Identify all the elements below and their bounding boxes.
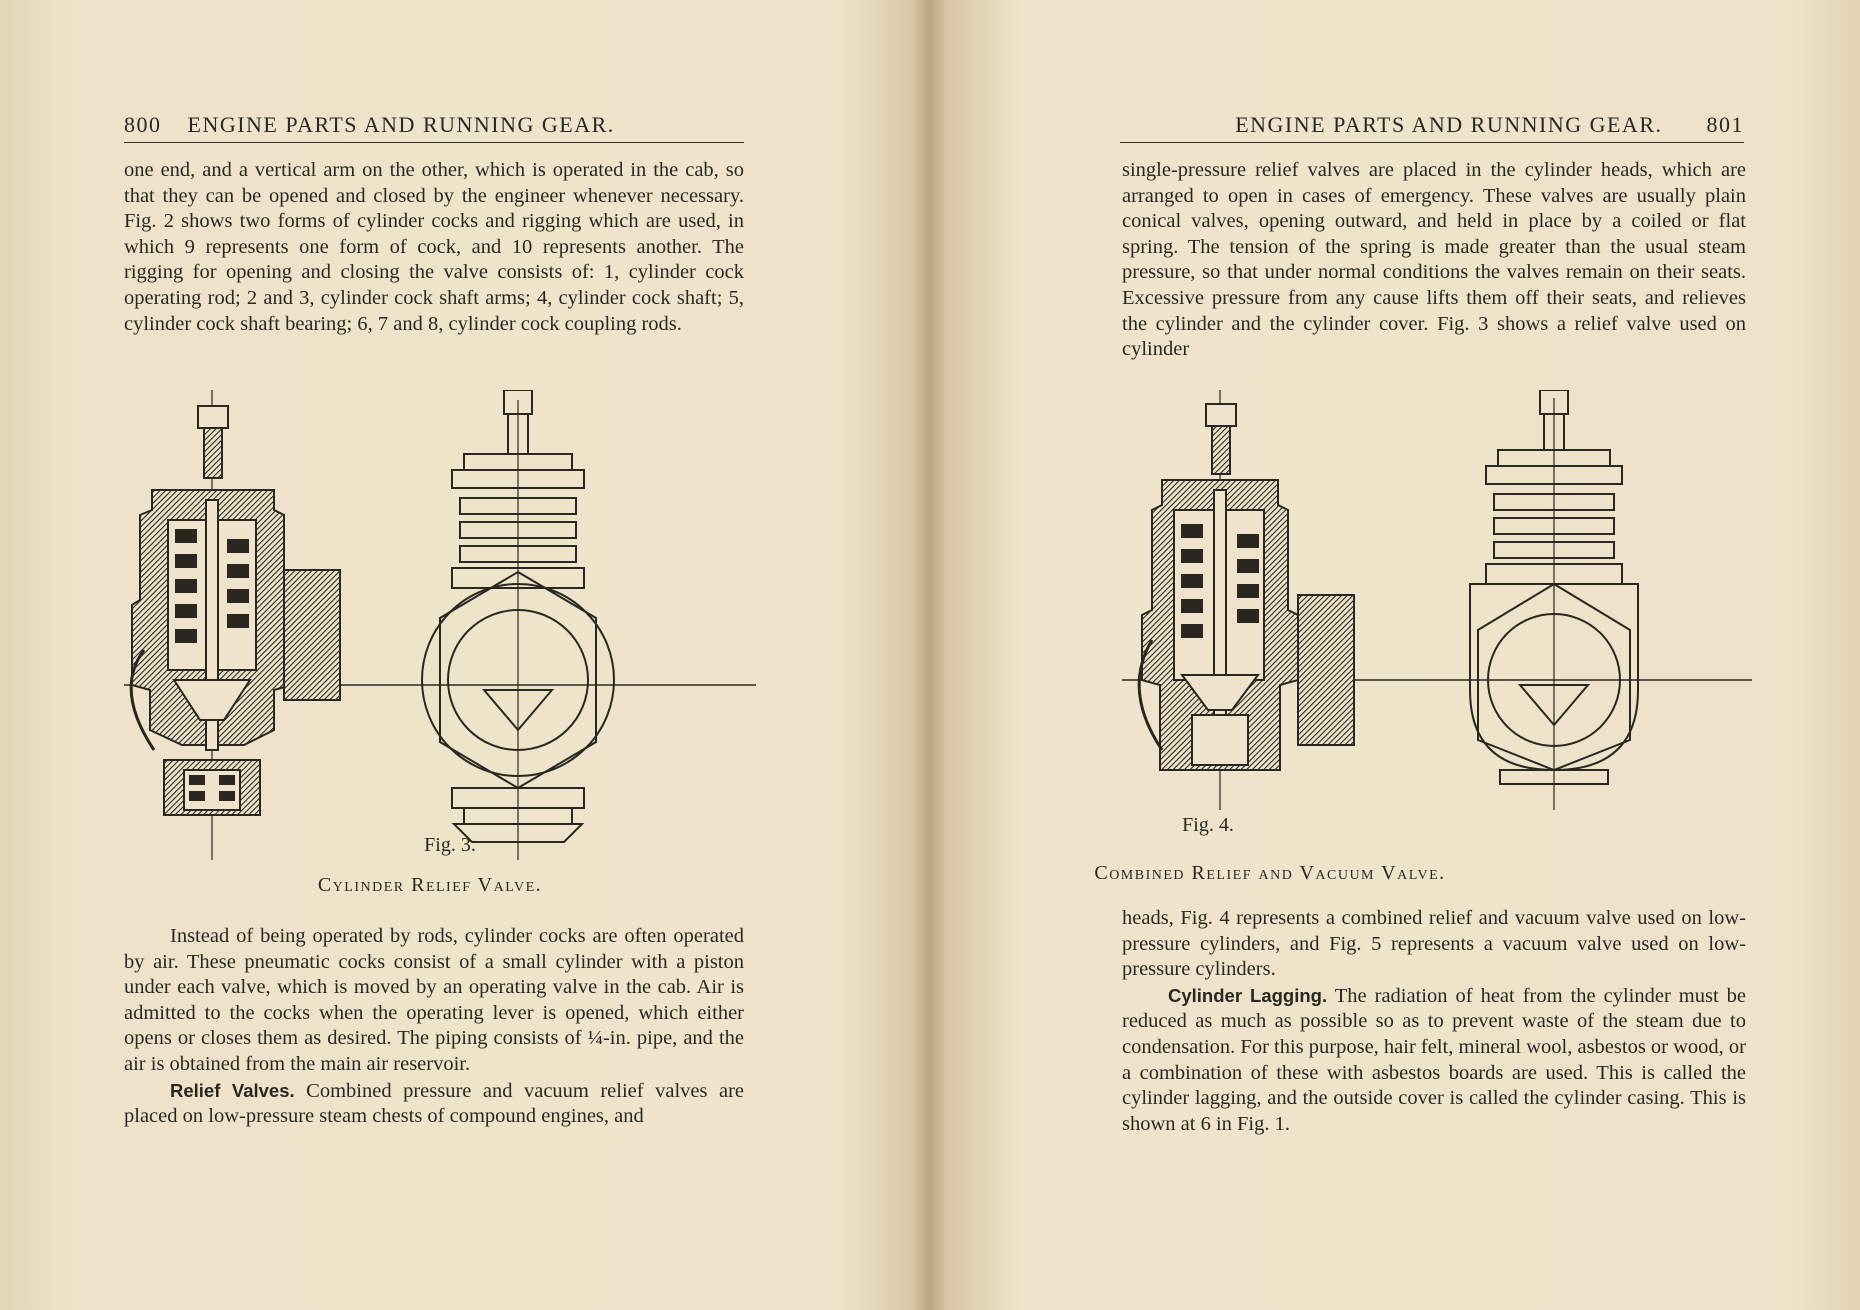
figure-3-caption: Cylinder Relief Valve. bbox=[317, 874, 543, 896]
left-head-title: ENGINE PARTS AND RUNNING GEAR. bbox=[187, 112, 615, 137]
relief-valves-text: Combined pressure and vacuum relief valv… bbox=[124, 1079, 744, 1128]
right-paragraph-lagging: Cylinder Lagging. The radiation of heat … bbox=[1122, 983, 1746, 1138]
left-page: 800 ENGINE PARTS AND RUNNING GEAR. one e… bbox=[124, 108, 756, 1130]
right-page-number: 801 bbox=[1706, 112, 1744, 137]
relief-valves-heading: Relief Valves. bbox=[170, 1079, 295, 1101]
figure-4-caption: Combined Relief and Vacuum Valve. bbox=[1094, 862, 1446, 884]
left-running-head: 800 ENGINE PARTS AND RUNNING GEAR. bbox=[124, 108, 744, 143]
figure-3-drawing bbox=[124, 390, 756, 860]
right-paragraph-bottom: heads, Fig. 4 represents a combined reli… bbox=[1122, 906, 1746, 1137]
figure-3-label: Fig. 3. bbox=[424, 834, 476, 856]
left-paragraph-relief: Relief Valves. Combined pressure and vac… bbox=[124, 1078, 744, 1130]
left-page-number: 800 bbox=[124, 112, 162, 137]
left-paragraph-cylinder-cocks: one end, and a vertical arm on the other… bbox=[124, 159, 744, 335]
right-running-head: ENGINE PARTS AND RUNNING GEAR. 801 bbox=[1120, 108, 1744, 143]
right-paragraph-heads: heads, Fig. 4 represents a combined reli… bbox=[1122, 907, 1746, 981]
figure-4-label: Fig. 4. bbox=[1182, 814, 1234, 836]
cylinder-lagging-heading: Cylinder Lagging. bbox=[1168, 984, 1328, 1006]
right-paragraph-single-pressure: single-pressure relief valves are placed… bbox=[1122, 159, 1746, 361]
left-paragraph-air: Instead of being operated by rods, cylin… bbox=[124, 925, 744, 1075]
left-paragraph-bottom: Instead of being operated by rods, cylin… bbox=[124, 924, 744, 1130]
right-head-title: ENGINE PARTS AND RUNNING GEAR. bbox=[1235, 112, 1663, 137]
cylinder-lagging-text: The radiation of heat from the cylinder … bbox=[1122, 984, 1746, 1135]
figure-4-drawing bbox=[1122, 390, 1752, 810]
right-page: ENGINE PARTS AND RUNNING GEAR. 801 singl… bbox=[930, 0, 1860, 1310]
right-paragraph-top: single-pressure relief valves are placed… bbox=[1122, 158, 1746, 363]
left-paragraph-top: one end, and a vertical arm on the other… bbox=[124, 158, 744, 337]
